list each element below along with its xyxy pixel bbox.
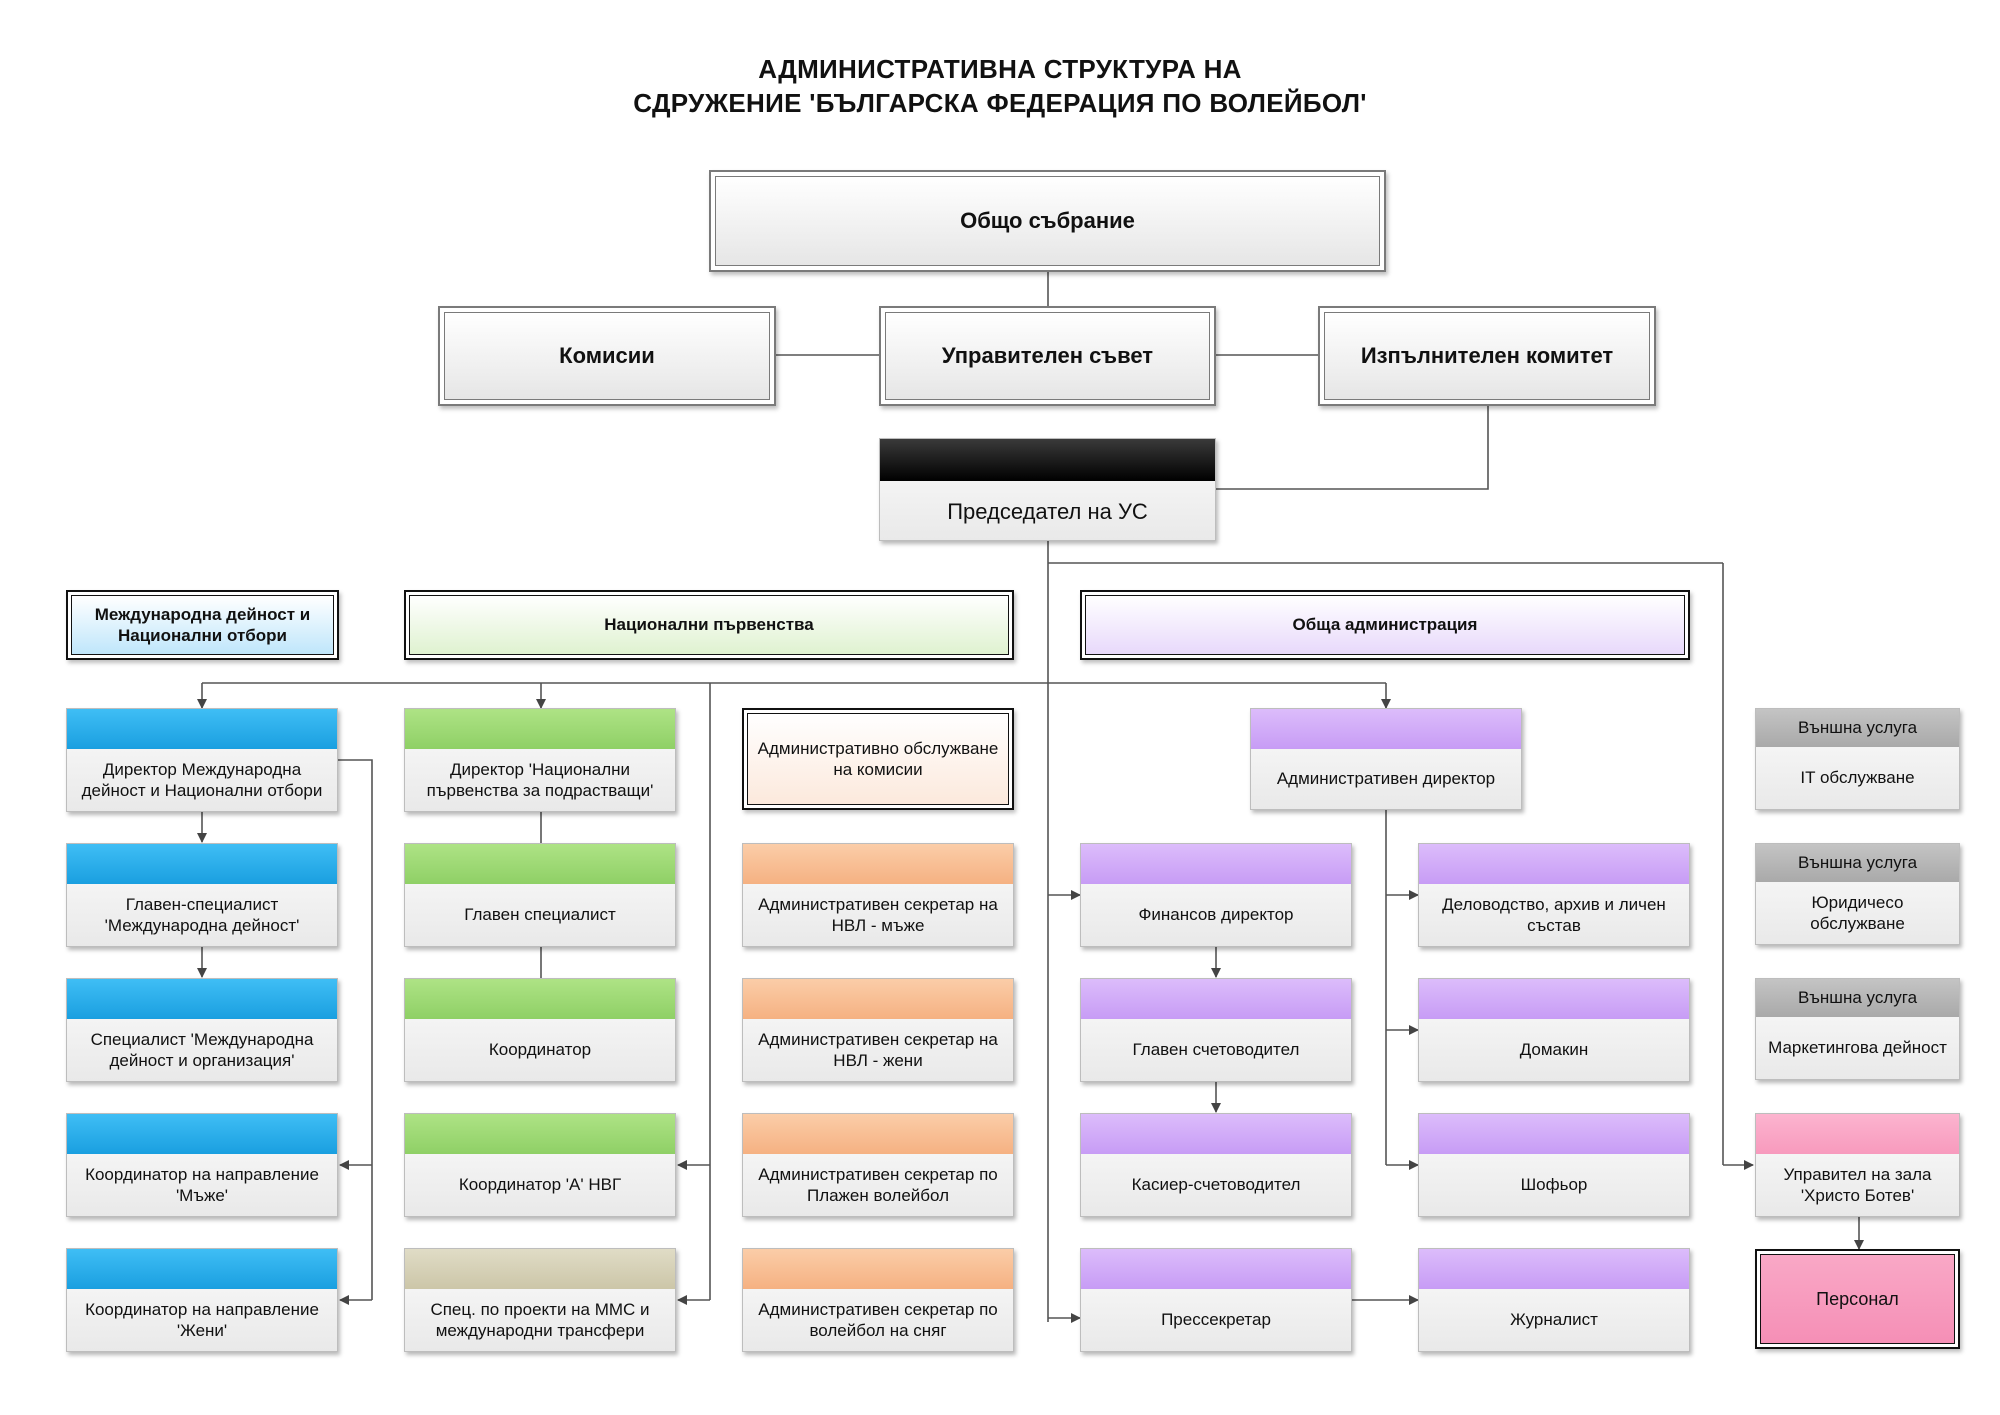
national-chief-specialist-label: Главен специалист xyxy=(464,905,616,925)
chart-title-line-1: АДМИНИСТРАТИВНА СТРУКТУРА НА xyxy=(758,54,1242,84)
secretary-beach-label: Административен секретар по Плажен волей… xyxy=(758,1164,998,1205)
external-legal-label: Юридичесо обслужване xyxy=(1810,892,1905,933)
coord-women-card: Координатор на направление 'Жени' xyxy=(66,1248,338,1352)
external-marketing-band: Външна услуга xyxy=(1756,979,1959,1017)
intl-director-card: Директор Международна дейност и Национал… xyxy=(66,708,338,812)
secretary-women-card: Административен секретар на НВЛ - жени xyxy=(742,978,1014,1082)
cashier-label: Касиер-счетоводител xyxy=(1131,1175,1301,1195)
management-board-box: Управителен съвет xyxy=(879,306,1216,406)
secretary-snow-card: Административен секретар по волейбол на … xyxy=(742,1248,1014,1352)
general-admin-category-header: Обща администрация xyxy=(1080,590,1690,660)
admin-director-label: Административен директор xyxy=(1276,769,1496,789)
coord-men-label: Координатор на направление 'Мъже' xyxy=(85,1164,319,1205)
records-card: Деловодство, архив и личен състав xyxy=(1418,843,1690,947)
intl-chief-specialist-label: Главен-специалист 'Международна дейност' xyxy=(104,894,300,935)
chief-accountant-label: Главен счетоводител xyxy=(1132,1040,1300,1060)
chairman-label: Председател на УС xyxy=(947,498,1148,524)
staff-box: Персонал xyxy=(1755,1249,1960,1349)
coord-a-nvg-label: Координатор 'А' НВГ xyxy=(458,1175,622,1195)
executive-committee-box: Изпълнителен комитет xyxy=(1318,306,1656,406)
national-category-label: Национални първенства xyxy=(409,595,1009,655)
coord-a-nvg-card: Координатор 'А' НВГ xyxy=(404,1113,676,1217)
national-chief-specialist-card: Главен специалист xyxy=(404,843,676,947)
staff-label: Персонал xyxy=(1760,1254,1955,1344)
journalist-label: Журналист xyxy=(1510,1310,1598,1330)
projects-specialist-label: Спец. по проекти на ММС и международни т… xyxy=(430,1299,650,1340)
commission-service-label: Административно обслужване на комисии xyxy=(747,713,1009,805)
general-assembly-box: Общо събрание xyxy=(709,170,1386,272)
secretary-snow-label: Административен секретар по волейбол на … xyxy=(758,1299,998,1340)
driver-card: Шофьор xyxy=(1418,1113,1690,1217)
chief-accountant-card: Главен счетоводител xyxy=(1080,978,1352,1082)
journalist-card: Журналист xyxy=(1418,1248,1690,1352)
chairman-card: Председател на УС xyxy=(879,438,1216,541)
intl-specialist-card: Специалист 'Международна дейност и орган… xyxy=(66,978,338,1082)
national-director-label: Директор 'Национални първенства за подра… xyxy=(426,759,654,800)
national-director-card: Директор 'Национални първенства за подра… xyxy=(404,708,676,812)
national-coordinator-card: Координатор xyxy=(404,978,676,1082)
general-admin-category-label: Обща администрация xyxy=(1085,595,1685,655)
hall-manager-card: Управител на зала 'Христо Ботев' xyxy=(1755,1113,1960,1217)
external-it-band: Външна услуга xyxy=(1756,709,1959,747)
records-label: Деловодство, архив и личен състав xyxy=(1442,894,1666,935)
international-category-label: Международна дейност и Национални отбори xyxy=(71,595,334,655)
finance-director-label: Финансов директор xyxy=(1138,905,1294,925)
driver-label: Шофьор xyxy=(1520,1175,1588,1195)
external-marketing-label: Маркетингова дейност xyxy=(1768,1038,1947,1058)
housekeeper-card: Домакин xyxy=(1418,978,1690,1082)
commission-service-header: Административно обслужване на комисии xyxy=(742,708,1014,810)
national-coordinator-label: Координатор xyxy=(488,1040,592,1060)
coord-women-label: Координатор на направление 'Жени' xyxy=(85,1299,319,1340)
commissions-box: Комисии xyxy=(438,306,776,406)
intl-chief-specialist-card: Главен-специалист 'Международна дейност' xyxy=(66,843,338,947)
coord-men-card: Координатор на направление 'Мъже' xyxy=(66,1113,338,1217)
executive-committee-label: Изпълнителен комитет xyxy=(1324,312,1650,400)
external-legal-card: Външна услуга Юридичесо обслужване xyxy=(1755,843,1960,945)
external-it-label: IT обслужване xyxy=(1800,768,1915,788)
secretary-women-label: Административен секретар на НВЛ - жени xyxy=(758,1029,998,1070)
press-secretary-label: Прессекретар xyxy=(1161,1310,1271,1330)
chart-title-line-2: СДРУЖЕНИЕ 'БЪЛГАРСКА ФЕДЕРАЦИЯ ПО ВОЛЕЙБ… xyxy=(633,88,1367,118)
housekeeper-label: Домакин xyxy=(1519,1040,1589,1060)
management-board-label: Управителен съвет xyxy=(885,312,1210,400)
cashier-card: Касиер-счетоводител xyxy=(1080,1113,1352,1217)
chairman-band xyxy=(880,439,1215,481)
intl-specialist-label: Специалист 'Международна дейност и орган… xyxy=(90,1029,314,1070)
secretary-beach-card: Административен секретар по Плажен волей… xyxy=(742,1113,1014,1217)
secretary-men-label: Административен секретар на НВЛ - мъже xyxy=(758,894,998,935)
projects-specialist-card: Спец. по проекти на ММС и международни т… xyxy=(404,1248,676,1352)
general-assembly-label: Общо събрание xyxy=(715,176,1380,266)
press-secretary-card: Прессекретар xyxy=(1080,1248,1352,1352)
external-marketing-card: Външна услуга Маркетингова дейност xyxy=(1755,978,1960,1080)
external-legal-band: Външна услуга xyxy=(1756,844,1959,882)
finance-director-card: Финансов директор xyxy=(1080,843,1352,947)
secretary-men-card: Административен секретар на НВЛ - мъже xyxy=(742,843,1014,947)
admin-director-card: Административен директор xyxy=(1250,708,1522,810)
commissions-label: Комисии xyxy=(444,312,770,400)
hall-manager-label: Управител на зала 'Христо Ботев' xyxy=(1783,1164,1932,1205)
national-category-header: Национални първенства xyxy=(404,590,1014,660)
intl-director-label: Директор Международна дейност и Национал… xyxy=(81,759,323,800)
external-it-card: Външна услуга IT обслужване xyxy=(1755,708,1960,810)
international-category-header: Международна дейност и Национални отбори xyxy=(66,590,339,660)
